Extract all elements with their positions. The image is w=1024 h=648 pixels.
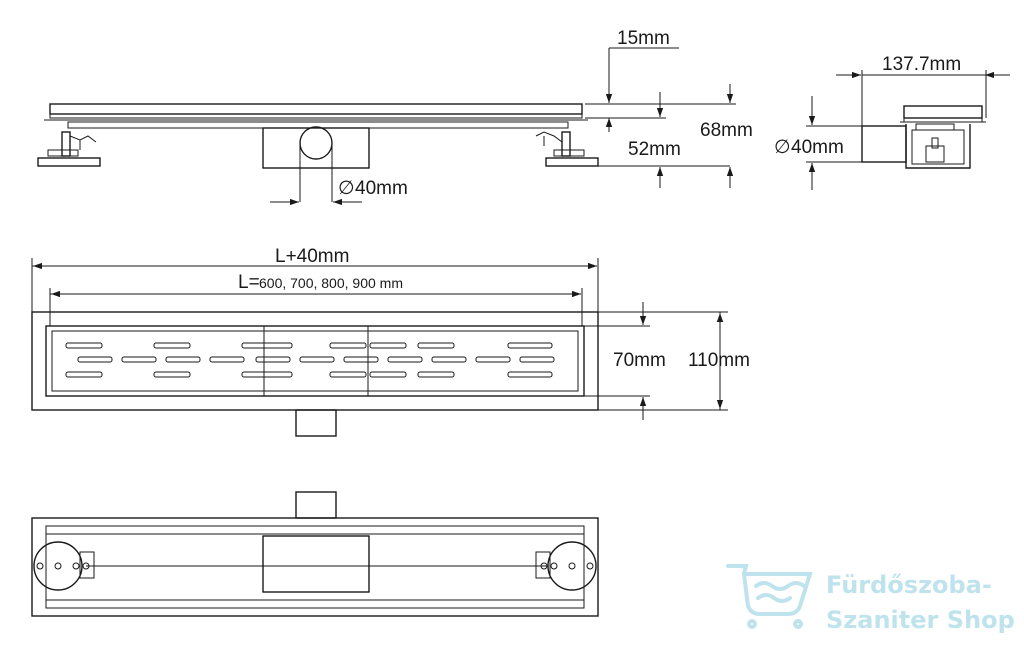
dimension-70mm: 70mm [584, 302, 666, 420]
label-l-prefix: L= [238, 272, 260, 293]
dimension-52mm: 52mm [628, 92, 681, 188]
left-foot-plate [33, 541, 83, 591]
grate-slots [65, 342, 555, 378]
dimension-l-values: L= 600, 700, 800, 900 mm [49, 272, 583, 326]
label-52mm: 52mm [628, 139, 681, 160]
phi-symbol-side: ∅ [774, 137, 791, 158]
side-view [861, 105, 986, 169]
label-phi40-side: 40mm [791, 137, 844, 158]
dimension-137-7mm: 137.7mm [836, 54, 1010, 126]
label-68mm: 68mm [700, 120, 753, 141]
dimension-110mm: 110mm [598, 311, 750, 411]
bottom-view [31, 491, 599, 617]
bathtub-icon [726, 564, 813, 629]
front-view [37, 103, 730, 202]
right-foot-plate [547, 541, 597, 591]
outlet-pipe-circle [299, 126, 333, 160]
top-view [31, 311, 599, 437]
label-70mm: 70mm [613, 350, 666, 371]
dimension-l-plus-40: L+40mm [31, 246, 599, 312]
watermark-line1: Fürdőszoba- [826, 571, 992, 599]
label-137-7mm: 137.7mm [882, 54, 961, 75]
label-phi40-front: 40mm [355, 178, 408, 199]
label-l-plus-40: L+40mm [275, 246, 349, 267]
watermark: Fürdőszoba- Szaniter Shop [726, 564, 1015, 634]
dimension-phi40-side: ∅ 40mm [774, 96, 862, 190]
dimension-phi40-front: ∅ 40mm [270, 178, 408, 206]
watermark-line2: Szaniter Shop [826, 606, 1015, 634]
label-l-values: 600, 700, 800, 900 mm [259, 275, 403, 291]
dimension-68mm: 68mm [666, 84, 753, 188]
phi-symbol-front: ∅ [338, 178, 355, 199]
label-110mm: 110mm [688, 350, 750, 371]
dimension-15mm: 15mm [585, 28, 679, 132]
label-15mm: 15mm [617, 28, 670, 49]
